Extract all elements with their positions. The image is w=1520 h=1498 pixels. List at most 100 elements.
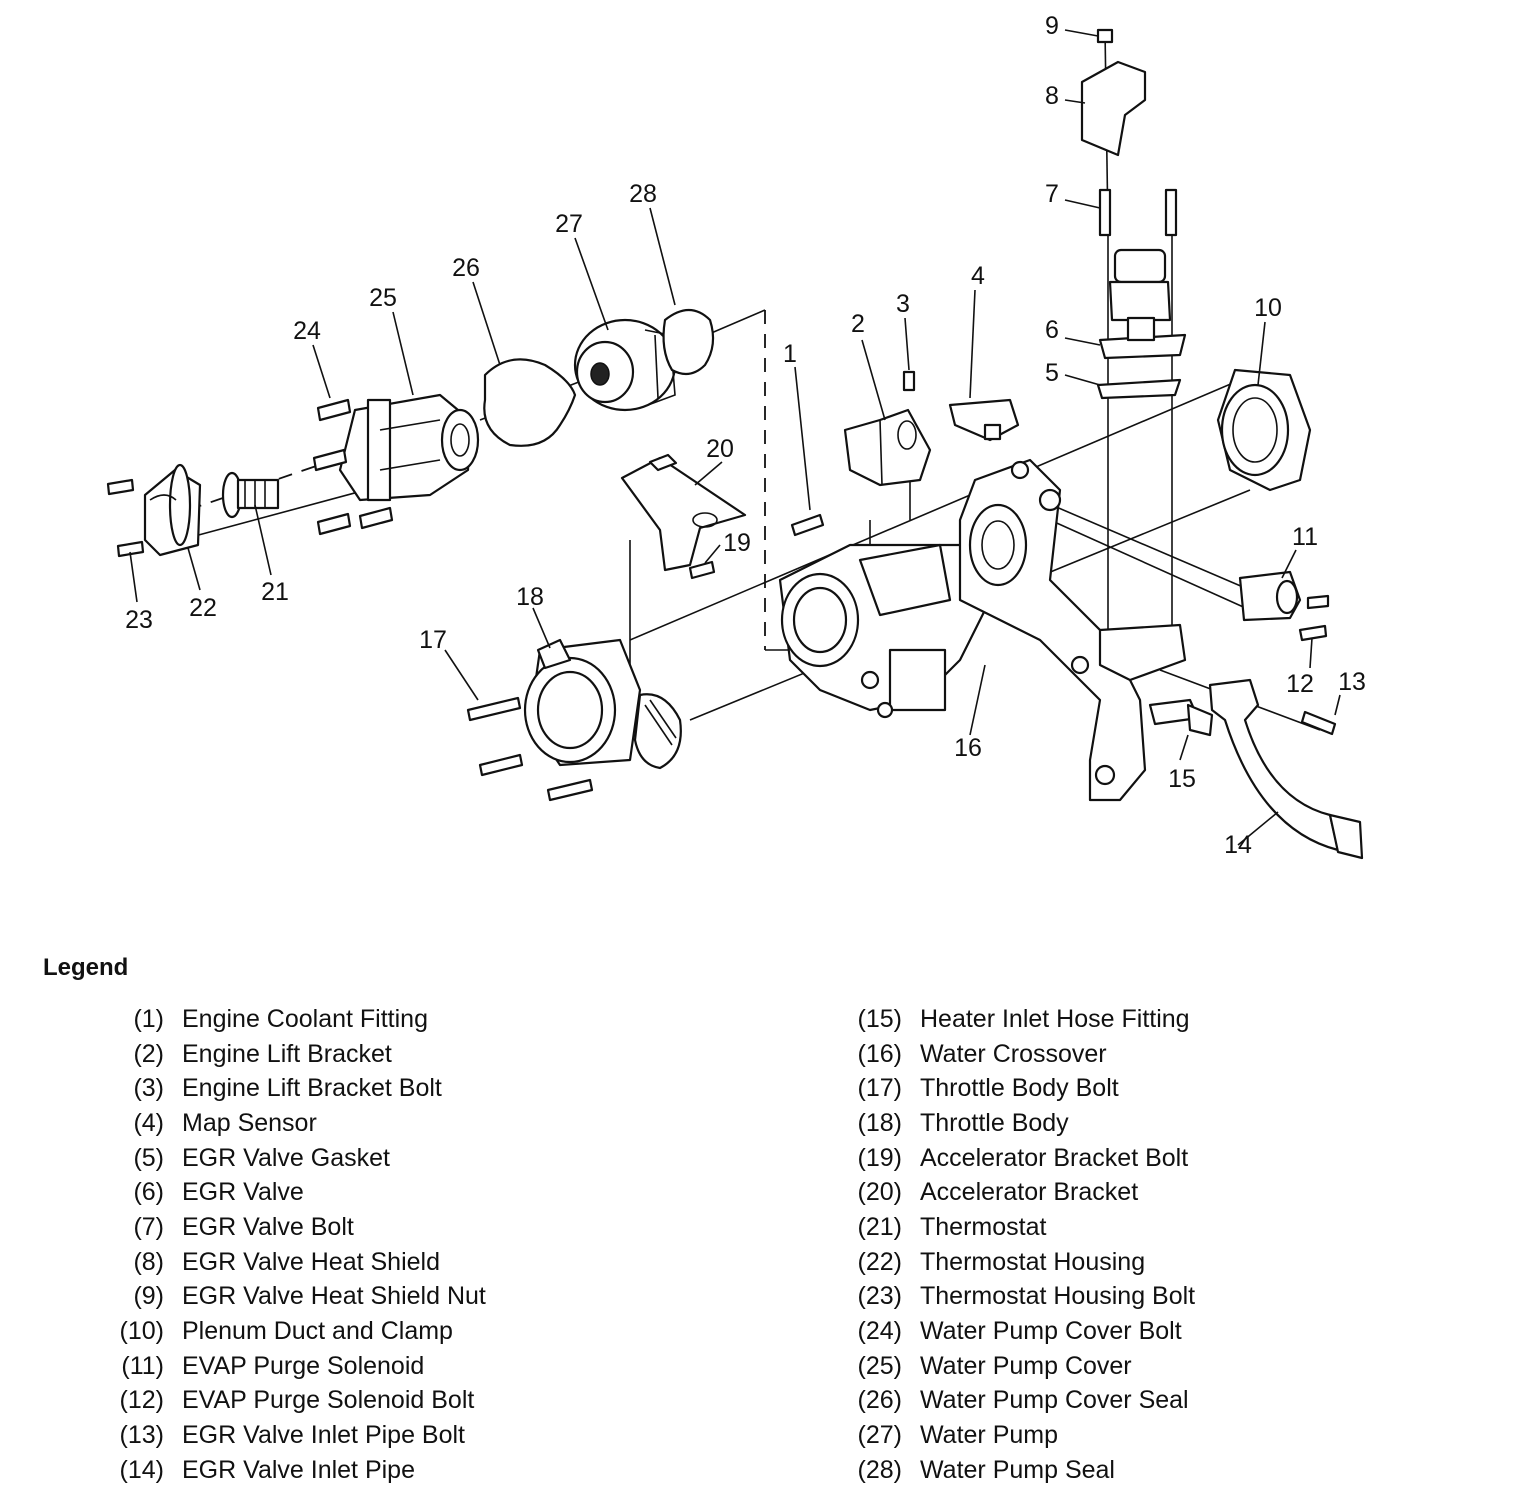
legend-item: (26)Water Pump Cover Seal (828, 1384, 1195, 1419)
water-pump-cover-bolts (312, 398, 394, 536)
egr-valve-inlet-pipe (1208, 678, 1364, 860)
legend-item-label: Engine Lift Bracket (182, 1039, 392, 1068)
legend-item-number: (22) (857, 1247, 902, 1276)
legend-item-label: Accelerator Bracket (920, 1178, 1139, 1207)
thermostat (221, 471, 280, 519)
legend-item-label: Throttle Body (920, 1108, 1069, 1137)
legend-item-number: (19) (857, 1143, 902, 1172)
engine-lift-bracket-bolt (902, 370, 916, 392)
legend-item-label: Accelerator Bracket Bolt (920, 1143, 1189, 1172)
callout-22: 22 (189, 594, 217, 622)
callout-24: 24 (293, 317, 321, 345)
water-crossover (958, 458, 1147, 802)
legend-item: (28)Water Pump Seal (828, 1453, 1195, 1488)
legend-item: (6)EGR Valve (90, 1175, 486, 1210)
legend-item: (9) EGR Valve Heat Shield Nut (90, 1280, 486, 1315)
legend-item-number: (11) (121, 1351, 164, 1380)
callout-2: 2 (851, 310, 865, 338)
legend-item-number: (9) (133, 1282, 164, 1311)
legend-item-label: Thermostat Housing (920, 1247, 1146, 1276)
legend-item-number: (18) (857, 1108, 902, 1137)
legend-item: (16)Water Crossover (828, 1037, 1195, 1072)
callout-15: 15 (1168, 765, 1196, 793)
legend-item: (8) EGR Valve Heat Shield (90, 1245, 486, 1280)
legend-item-number: (5) (133, 1143, 164, 1172)
callout-26: 26 (452, 254, 480, 282)
callout-16: 16 (954, 734, 982, 762)
legend-item: (12)EVAP Purge Solenoid Bolt (90, 1384, 486, 1419)
callout-9: 9 (1045, 12, 1059, 40)
legend-item: (19) Accelerator Bracket Bolt (828, 1141, 1195, 1176)
legend-item-label: Plenum Duct and Clamp (182, 1317, 453, 1346)
legend-item-label: Thermostat Housing Bolt (920, 1282, 1196, 1311)
callout-numbers: 1 2 3 4 5 6 7 8 9 10 11 12 13 14 15 16 1… (125, 12, 1366, 859)
callout-27: 27 (555, 210, 583, 238)
legend-item: (21)Thermostat (828, 1210, 1195, 1245)
legend-item-number: (14) (119, 1455, 164, 1484)
legend-item-label: EGR Valve Heat Shield (182, 1247, 440, 1276)
legend-item-label: EVAP Purge Solenoid (182, 1351, 425, 1380)
callout-11: 11 (1292, 523, 1318, 551)
legend-item-label: EGR Valve (182, 1178, 304, 1207)
callout-19: 19 (723, 529, 751, 557)
legend-item-number: (21) (857, 1212, 902, 1241)
legend-column-right: (15) Heater Inlet Hose Fitting (16)Water … (828, 1002, 1196, 1488)
legend-item: (7)EGR Valve Bolt (90, 1210, 486, 1245)
legend-item-label: Throttle Body Bolt (920, 1074, 1119, 1103)
legend-item: (14) EGR Valve Inlet Pipe (90, 1453, 486, 1488)
legend-item-number: (13) (119, 1421, 164, 1450)
throttle-body (523, 638, 682, 770)
legend-item-number: (23) (857, 1282, 902, 1311)
plenum-duct-and-clamp (1216, 368, 1312, 492)
callout-14: 14 (1224, 831, 1252, 859)
legend-item: (1)Engine Coolant Fitting (90, 1002, 486, 1037)
legend-item-number: (4) (133, 1108, 164, 1137)
legend-item-label: Water Pump (920, 1421, 1059, 1450)
legend-item: (3)Engine Lift Bracket Bolt (90, 1071, 486, 1106)
intake-plenum (778, 543, 1002, 719)
legend-item-number: (8) (133, 1247, 164, 1276)
legend-item: (17)Throttle Body Bolt (828, 1071, 1195, 1106)
evap-purge-solenoid (1238, 570, 1330, 622)
legend-item: (13) EGR Valve Inlet Pipe Bolt (90, 1418, 486, 1453)
legend-item: (18) Throttle Body (828, 1106, 1195, 1141)
legend-item-number: (15) (857, 1004, 902, 1033)
legend-item: (15) Heater Inlet Hose Fitting (828, 1002, 1195, 1037)
legend-item-label: EVAP Purge Solenoid Bolt (182, 1386, 475, 1415)
callout-18: 18 (516, 583, 544, 611)
exploded-parts-diagram: 1 2 3 4 5 6 7 8 9 10 11 12 13 14 15 16 1… (106, 12, 1366, 860)
legend-item-label: Heater Inlet Hose Fitting (920, 1004, 1190, 1033)
legend-item: (4) Map Sensor (90, 1106, 486, 1141)
legend-item: (11) EVAP Purge Solenoid (90, 1349, 486, 1384)
egr-valve-heat-shield-nut (1096, 28, 1114, 44)
legend-item-number: (28) (857, 1455, 902, 1484)
legend-item: (22) Thermostat Housing (828, 1245, 1195, 1280)
water-pump-cover (338, 393, 480, 502)
legend-item-label: EGR Valve Heat Shield Nut (182, 1282, 486, 1311)
callout-5: 5 (1045, 359, 1059, 387)
throttle-body-bolts (466, 696, 594, 802)
callout-4: 4 (971, 262, 985, 290)
legend-item: (20)Accelerator Bracket (828, 1175, 1195, 1210)
water-pump (573, 318, 677, 412)
legend-item-label: Water Crossover (920, 1039, 1107, 1068)
callout-3: 3 (896, 290, 910, 318)
legend-item-label: Water Pump Cover Bolt (920, 1317, 1182, 1346)
legend-item: (23) Thermostat Housing Bolt (828, 1280, 1196, 1315)
water-pump-cover-seal (483, 358, 577, 447)
legend-item-number: (2) (133, 1039, 164, 1068)
legend-item-number: (26) (857, 1386, 902, 1415)
legend-column-left: (1)Engine Coolant Fitting (2) Engine Lift… (90, 1002, 486, 1488)
legend-item-label: EGR Valve Inlet Pipe (182, 1455, 415, 1484)
map-sensor (948, 398, 1020, 442)
egr-valve-bolts (1098, 188, 1178, 237)
callout-12: 12 (1286, 670, 1314, 698)
legend-item-label: Map Sensor (182, 1108, 317, 1137)
accelerator-bracket (620, 453, 747, 572)
callout-7: 7 (1045, 180, 1059, 208)
callout-23: 23 (125, 606, 153, 634)
accelerator-bracket-bolt (688, 560, 716, 580)
legend-item: (2) Engine Lift Bracket (90, 1037, 486, 1072)
legend-item-label: EGR Valve Inlet Pipe Bolt (182, 1421, 466, 1450)
legend-item: (25)Water Pump Cover (828, 1349, 1195, 1384)
